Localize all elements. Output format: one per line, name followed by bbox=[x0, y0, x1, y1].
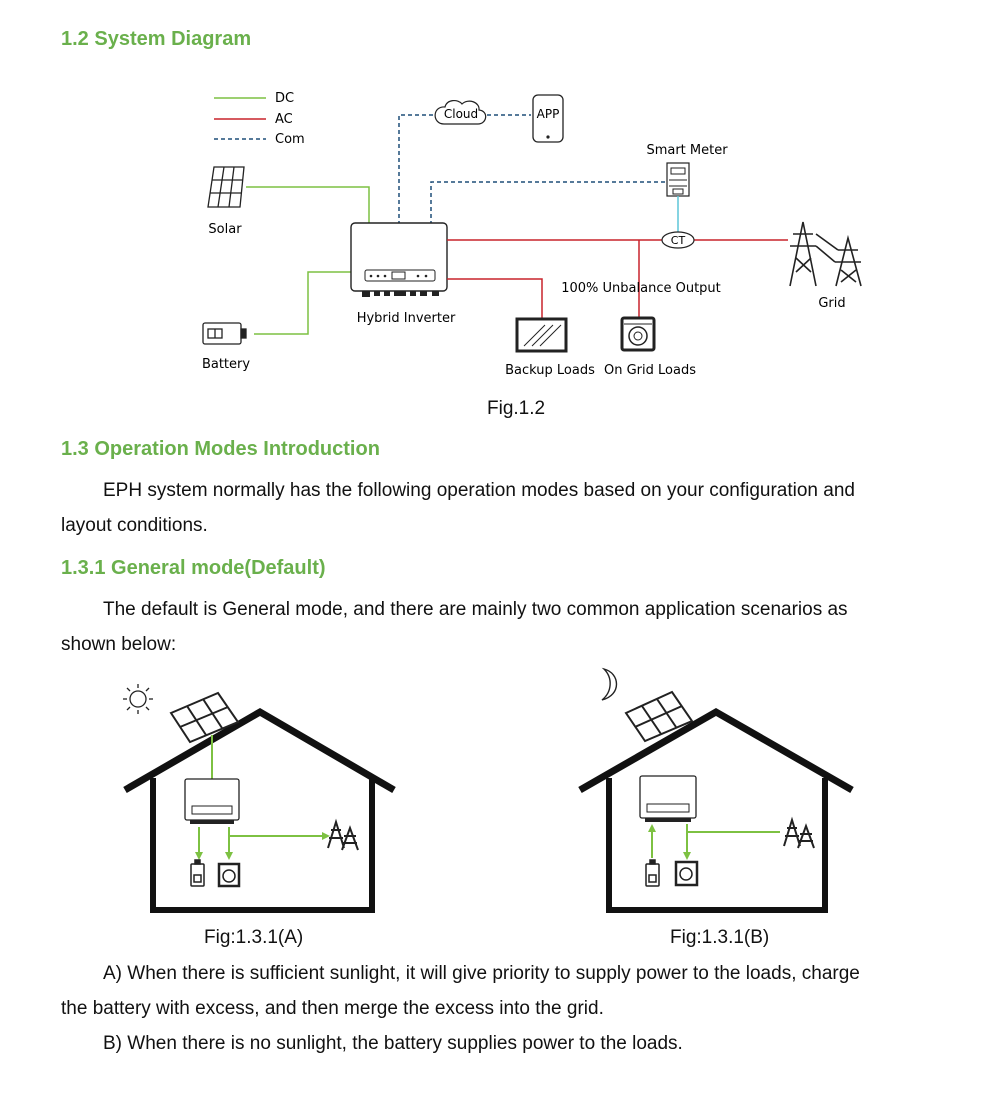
house-b-washer-icon bbox=[674, 860, 699, 887]
ct-sensor-icon: CT bbox=[661, 231, 695, 249]
legend-ac-label: AC bbox=[275, 112, 293, 127]
cloud-icon: Cloud bbox=[434, 100, 487, 125]
house-a-figure bbox=[123, 684, 396, 913]
hybrid-inverter-icon bbox=[350, 222, 448, 297]
app-label: APP bbox=[537, 107, 560, 121]
smart-meter-label: Smart Meter bbox=[646, 143, 728, 158]
app-phone-icon: APP bbox=[532, 94, 564, 143]
ac-lines bbox=[447, 239, 788, 318]
ct-label: CT bbox=[671, 234, 686, 247]
section-heading-general-mode: 1.3.1 General mode(Default) bbox=[61, 557, 326, 579]
figure-caption-1-2: Fig.1.2 bbox=[487, 398, 546, 419]
hybrid-inverter-label: Hybrid Inverter bbox=[357, 311, 456, 326]
scenario-paragraph: A) When there is sufficient sunlight, it… bbox=[61, 956, 939, 1061]
intro-line-1: EPH system normally has the following op… bbox=[103, 480, 855, 501]
house-a-solar-panel-icon bbox=[169, 691, 240, 744]
moon-icon bbox=[601, 667, 618, 701]
general-line-1: The default is General mode, and there a… bbox=[103, 599, 848, 620]
battery-icon bbox=[202, 322, 247, 345]
intro-paragraph: EPH system normally has the following op… bbox=[61, 473, 939, 543]
solar-panel-icon bbox=[207, 166, 245, 208]
scenario-b-line-1: B) When there is no sunlight, the batter… bbox=[103, 1033, 683, 1054]
general-mode-paragraph: The default is General mode, and there a… bbox=[61, 592, 939, 662]
house-a-grid-tower-icon bbox=[327, 818, 359, 851]
cloud-label: Cloud bbox=[444, 107, 478, 121]
house-b-figure bbox=[578, 667, 854, 913]
figure-caption-b: Fig:1.3.1(B) bbox=[670, 927, 770, 948]
com-lines bbox=[398, 114, 667, 225]
scenario-a-line-1: A) When there is sufficient sunlight, it… bbox=[103, 963, 860, 984]
figure-caption-a: Fig:1.3.1(A) bbox=[204, 927, 304, 948]
on-grid-loads-label: On Grid Loads bbox=[604, 363, 696, 378]
scenario-a-line-2: the battery with excess, and then merge … bbox=[61, 998, 604, 1019]
section-heading-operation-modes: 1.3 Operation Modes Introduction bbox=[61, 438, 380, 460]
sun-icon bbox=[123, 684, 153, 714]
legend-dc-label: DC bbox=[275, 91, 294, 106]
solar-label: Solar bbox=[208, 222, 242, 237]
dc-lines bbox=[246, 186, 370, 335]
house-b-solar-panel-icon bbox=[624, 690, 694, 743]
backup-loads-icon bbox=[515, 317, 568, 353]
house-b-battery-icon bbox=[645, 859, 660, 887]
grid-tower-icon bbox=[789, 221, 862, 287]
legend-com-label: Com bbox=[275, 132, 305, 147]
grid-label: Grid bbox=[818, 296, 845, 311]
unbalance-output-label: 100% Unbalance Output bbox=[561, 281, 721, 296]
house-b-grid-tower-icon bbox=[783, 816, 815, 849]
backup-loads-label: Backup Loads bbox=[505, 363, 595, 378]
intro-line-2: layout conditions. bbox=[61, 515, 208, 536]
house-a-washer-icon bbox=[217, 862, 241, 888]
smart-meter-icon bbox=[666, 162, 690, 197]
section-heading-system-diagram: 1.2 System Diagram bbox=[61, 28, 252, 50]
house-a-inverter-icon bbox=[184, 778, 240, 824]
on-grid-loads-icon bbox=[620, 316, 656, 352]
house-b-inverter-icon bbox=[639, 775, 697, 822]
battery-label: Battery bbox=[202, 357, 250, 372]
diagram-legend: DC AC Com bbox=[214, 91, 305, 147]
general-line-2: shown below: bbox=[61, 634, 177, 655]
house-a-battery-icon bbox=[190, 859, 205, 887]
